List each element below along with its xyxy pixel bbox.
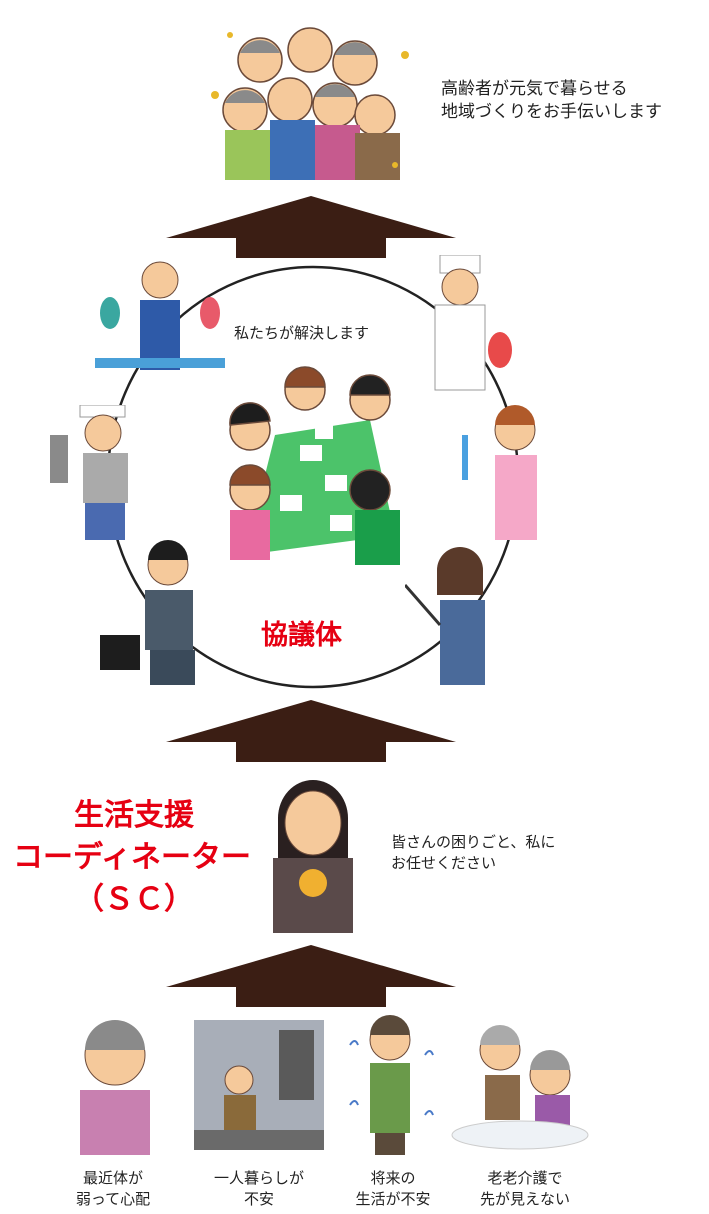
dental-hygienist-illustration	[460, 405, 555, 540]
concern-2-line1: 一人暮らしが	[213, 1169, 304, 1187]
top-message-line1: 高齢者が元気で暮らせる	[441, 79, 628, 99]
up-arrow-1	[166, 196, 456, 258]
up-arrow-3	[166, 945, 456, 1007]
frail-elderly-woman-illustration	[65, 1015, 165, 1155]
sc-title-line1: 生活支援	[74, 798, 194, 833]
teacher-illustration	[403, 545, 505, 685]
circle-caption: 私たちが解決します	[234, 324, 370, 342]
concern-1-line2: 弱って心配	[75, 1190, 151, 1208]
chef-illustration	[415, 254, 515, 395]
sc-speech-line2: お任せください	[391, 854, 497, 872]
concern-2-line2: 不安	[243, 1190, 274, 1208]
businessman-illustration	[100, 540, 225, 685]
meeting-table-illustration	[220, 365, 410, 570]
concern-4-line1: 老老介護で	[487, 1169, 563, 1187]
council-label: 協議体	[261, 620, 342, 651]
concern-3-line1: 将来の	[370, 1169, 416, 1187]
top-message-line2: 地域づくりをお手伝いします	[441, 102, 662, 122]
sc-title-line3: （ＳＣ）	[74, 882, 194, 917]
concern-4-line2: 先が見えない	[479, 1190, 570, 1208]
elderly-caregiving-illustration	[450, 1020, 590, 1150]
fisherman-illustration	[95, 258, 225, 388]
concern-3-line2: 生活が不安	[355, 1190, 431, 1208]
worried-man-illustration	[340, 1015, 440, 1155]
living-alone-elderly-illustration	[194, 1020, 324, 1150]
up-arrow-2	[166, 700, 456, 762]
concern-1-line1: 最近体が	[82, 1169, 143, 1187]
blacksmith-illustration	[45, 404, 155, 540]
coordinator-woman-illustration	[258, 768, 368, 933]
happy-elderly-crowd-illustration	[205, 15, 415, 185]
sc-speech-line1: 皆さんの困りごと、私に	[391, 833, 556, 851]
sc-title-line2: コーディネーター	[13, 840, 251, 875]
